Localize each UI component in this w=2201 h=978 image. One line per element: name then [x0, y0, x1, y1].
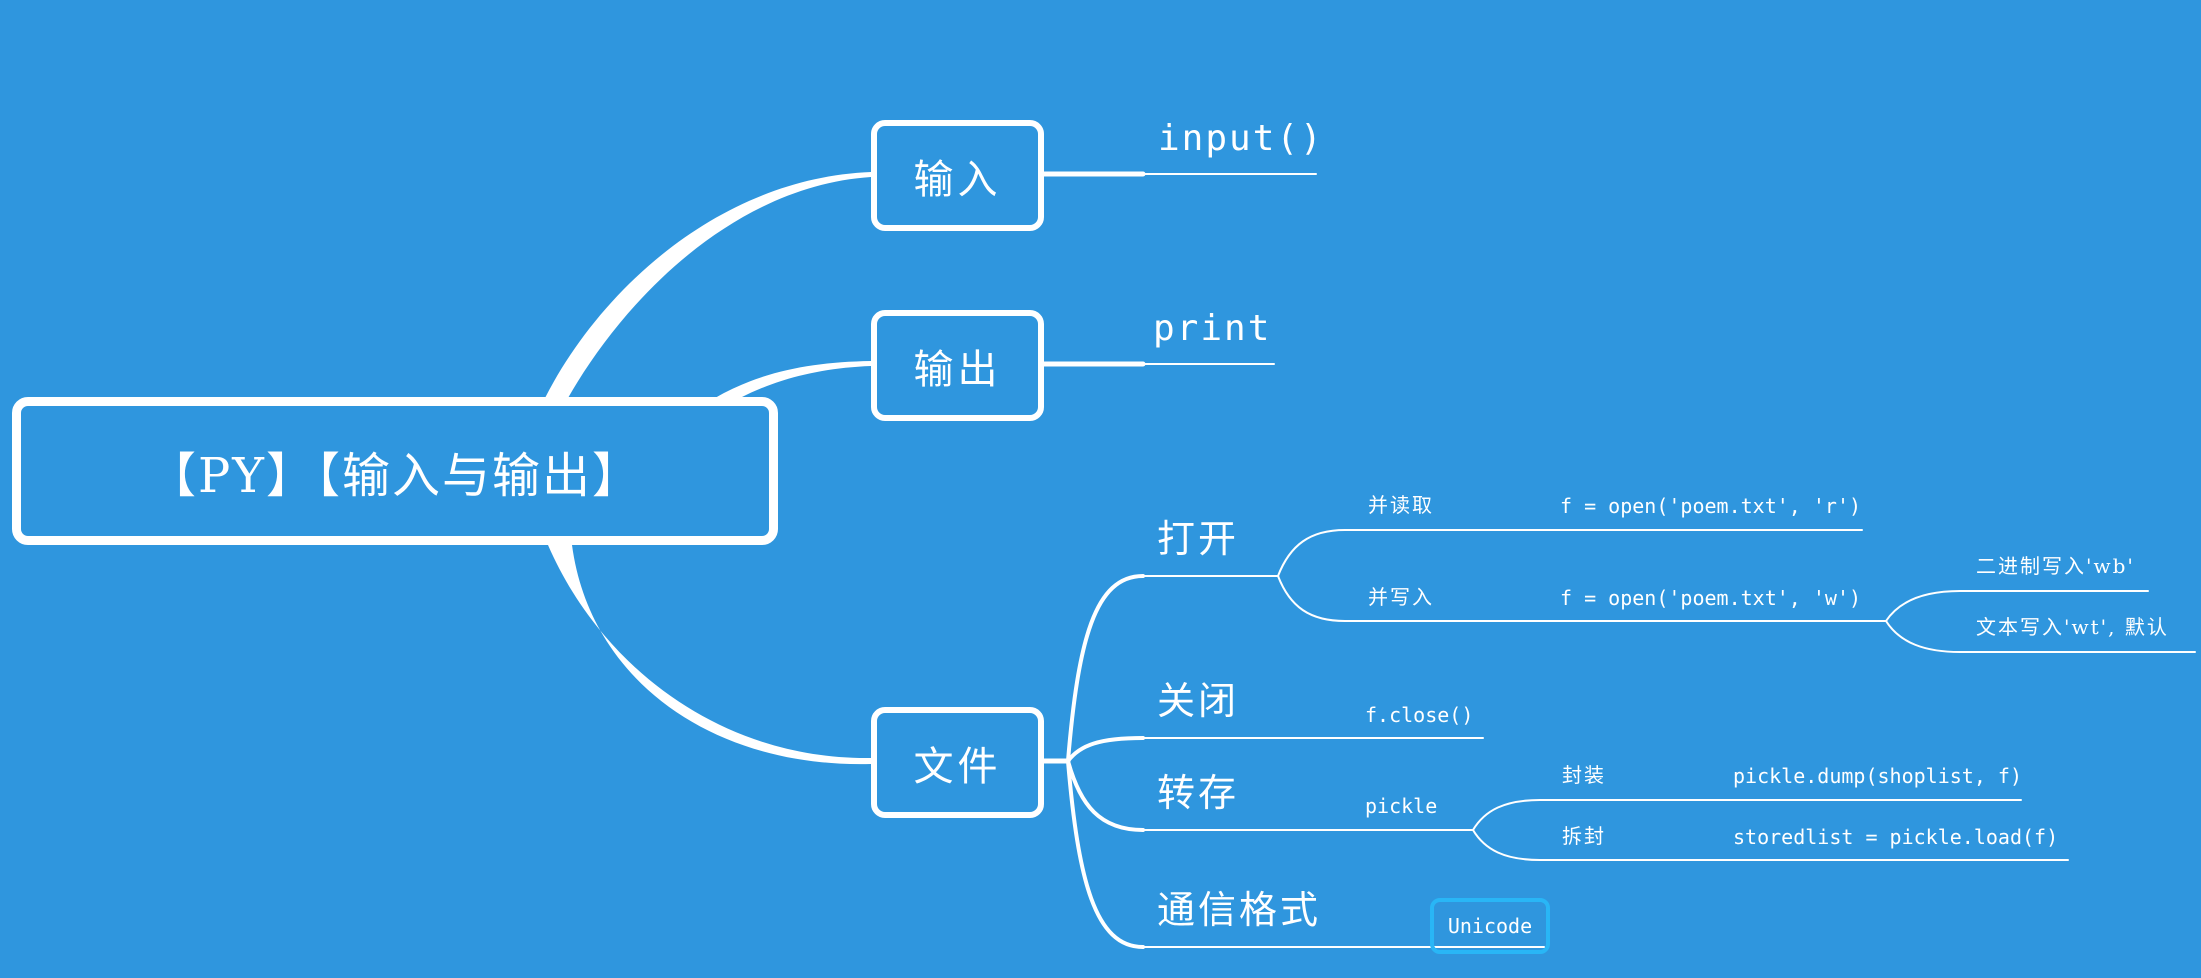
node-unicode-selected[interactable]: Unicode	[1430, 898, 1550, 954]
connector-write-wt	[1885, 620, 2196, 653]
connector-root-input	[545, 172, 871, 398]
leaf-input-function[interactable]: input()	[1158, 118, 1324, 159]
connector-open-write	[1277, 575, 1887, 622]
connector-root-output	[715, 361, 871, 398]
connector-file-close	[1066, 736, 1145, 763]
connector-write-wb	[1885, 590, 2149, 622]
root-label: 【PY】【输入与输出】	[148, 448, 642, 504]
code-close[interactable]: f.close()	[1365, 703, 1474, 727]
node-dump[interactable]: 转存	[1157, 771, 1240, 815]
connector-open-read	[1277, 529, 1863, 577]
connector-file-dump	[1066, 759, 1145, 832]
code-unpack[interactable]: storedlist = pickle.load(f)	[1733, 825, 2059, 849]
node-output[interactable]: 输出	[871, 310, 1044, 421]
node-file-label: 文件	[913, 743, 1002, 790]
node-pickle[interactable]: pickle	[1365, 794, 1438, 818]
node-unpack[interactable]: 拆封	[1562, 824, 1606, 848]
mode-text-write[interactable]: 文本写入'wt', 默认	[1976, 615, 2169, 639]
node-open-read[interactable]: 并读取	[1368, 493, 1434, 517]
leaf-print-function[interactable]: print	[1153, 308, 1272, 349]
unicode-label: Unicode	[1447, 914, 1533, 938]
connector-dump-pack	[1472, 799, 2022, 831]
root-node[interactable]: 【PY】【输入与输出】	[12, 397, 778, 545]
code-open-write[interactable]: f = open('poem.txt', 'w')	[1560, 586, 1862, 610]
node-close[interactable]: 关闭	[1157, 679, 1240, 723]
node-encoding[interactable]: 通信格式	[1157, 888, 1322, 932]
mode-binary-write[interactable]: 二进制写入'wb'	[1976, 554, 2135, 578]
node-file[interactable]: 文件	[871, 707, 1044, 818]
node-open-write[interactable]: 并写入	[1368, 585, 1434, 609]
node-output-label: 输出	[913, 346, 1002, 393]
node-input[interactable]: 输入	[871, 120, 1044, 231]
code-open-read[interactable]: f = open('poem.txt', 'r')	[1560, 494, 1862, 518]
connector-dump-unpack	[1472, 829, 2069, 861]
code-pack[interactable]: pickle.dump(shoplist, f)	[1733, 764, 2022, 788]
node-open[interactable]: 打开	[1157, 517, 1240, 561]
connector-file-encoding	[1066, 759, 1145, 949]
connector-root-file	[548, 545, 871, 765]
connector-file-open	[1066, 574, 1145, 763]
node-input-label: 输入	[913, 156, 1002, 203]
node-pack[interactable]: 封装	[1562, 763, 1606, 787]
